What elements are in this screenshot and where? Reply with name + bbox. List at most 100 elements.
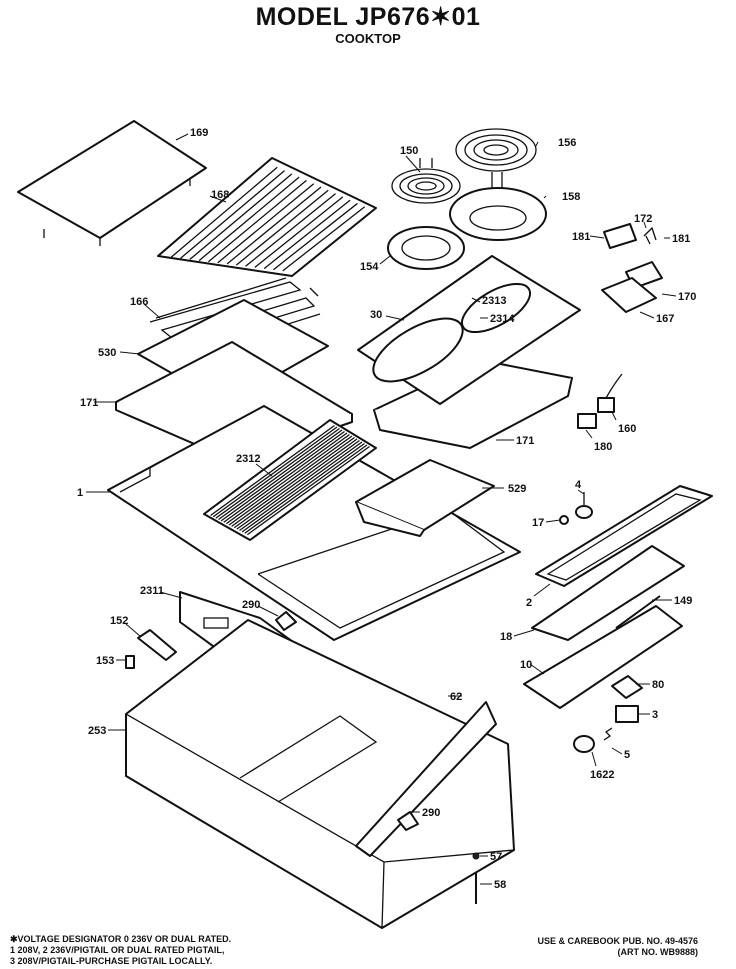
grate-bar (210, 424, 335, 516)
label-1: 1 (77, 487, 83, 499)
side-panel-62[interactable] (355, 701, 497, 857)
housing-253[interactable] (125, 619, 515, 929)
grate-bar (246, 445, 370, 536)
grate-bar (226, 186, 322, 265)
label-170: 170 (678, 291, 696, 303)
control-panel-10[interactable] (523, 605, 683, 709)
cooktop-frame-1[interactable] (107, 405, 521, 641)
grate-bar (180, 170, 285, 259)
label-2314: 2314 (490, 313, 515, 325)
drip-bowl-158[interactable] (449, 187, 547, 241)
page-subtitle: COOKTOP (335, 31, 401, 46)
label-253: 253 (88, 725, 106, 737)
grate-bar (235, 189, 329, 266)
label-80: 80 (652, 679, 664, 691)
rod-149[interactable] (615, 595, 661, 629)
footnote-line-2: 1 208V, 2 236V/PIGTAIL OR DUAL RATED PIG… (10, 945, 225, 955)
label-58: 58 (494, 879, 506, 891)
label-290-lower: 290 (422, 807, 440, 819)
grate-bar (263, 199, 351, 270)
grate-bar (241, 442, 365, 533)
grate-bar (220, 430, 345, 522)
switch-3[interactable] (615, 705, 639, 723)
trim-2[interactable] (535, 485, 713, 587)
footnote-line-1: ✱VOLTAGE DESIGNATOR 0 236V OR DUAL RATED… (10, 934, 232, 944)
grate-bar (233, 438, 358, 529)
surface-element-156[interactable] (455, 128, 537, 188)
screw-57[interactable] (472, 852, 480, 860)
grate-bar (225, 433, 350, 525)
label-172: 172 (634, 213, 652, 225)
top-plate-30[interactable] (357, 255, 581, 405)
label-57: 57 (490, 851, 502, 863)
publication-reference: USE & CAREBOOK PUB. NO. 49-4576 (ART NO.… (438, 936, 698, 958)
label-1622: 1622 (590, 769, 614, 781)
grate-bar (215, 427, 340, 519)
terminal-block-152[interactable] (137, 629, 177, 661)
label-171-right: 171 (516, 435, 534, 447)
label-171-left: 171 (80, 397, 98, 409)
label-149: 149 (674, 595, 692, 607)
label-152: 152 (110, 615, 128, 627)
clip-172[interactable] (643, 226, 657, 245)
label-2311: 2311 (140, 585, 164, 597)
clip-153[interactable] (125, 655, 135, 669)
label-529: 529 (508, 483, 526, 495)
voltage-footnote: ✱VOLTAGE DESIGNATOR 0 236V OR DUAL RATED… (10, 934, 310, 967)
label-290-upper: 290 (242, 599, 260, 611)
label-153: 153 (96, 655, 114, 667)
knob-17[interactable] (559, 515, 569, 525)
label-62: 62 (450, 691, 462, 703)
bracket-290-upper[interactable] (275, 611, 297, 631)
bracket-290-lower[interactable] (397, 811, 419, 831)
label-168: 168 (211, 189, 229, 201)
label-154: 154 (360, 261, 379, 273)
grate-bar (273, 202, 358, 271)
grate-bar (244, 444, 368, 534)
label-2312: 2312 (236, 453, 260, 465)
label-181-right: 181 (672, 233, 690, 245)
label-181-left: 181 (572, 231, 590, 243)
grill-grate-2312[interactable] (203, 419, 377, 541)
grate-bar (198, 176, 300, 262)
grate-bar (170, 166, 278, 258)
label-3: 3 (652, 709, 658, 721)
grate-bar (231, 436, 355, 527)
label-156: 156 (558, 137, 576, 149)
terminal-block-160[interactable] (597, 373, 623, 413)
label-30: 30 (370, 309, 382, 321)
grate-bar (239, 441, 363, 532)
grate-bar (189, 173, 293, 260)
grill-grate-168[interactable] (157, 157, 377, 277)
label-150: 150 (400, 145, 418, 157)
switch-80[interactable] (611, 675, 643, 699)
spring-5[interactable] (603, 727, 613, 741)
label-2313: 2313 (482, 295, 506, 307)
grate-bar (254, 196, 344, 268)
receptacle-167[interactable] (601, 277, 657, 313)
grate-bar (223, 432, 348, 523)
label-530: 530 (98, 347, 116, 359)
label-160: 160 (618, 423, 636, 435)
leader-lines (86, 133, 677, 885)
grate-bar (212, 426, 338, 518)
label-17: 17 (532, 517, 544, 529)
label-10: 10 (520, 659, 532, 671)
knob-1622[interactable] (573, 735, 595, 753)
surface-element-150[interactable] (391, 158, 461, 204)
bracket-181[interactable] (603, 223, 637, 249)
terminal-block-180[interactable] (577, 413, 597, 429)
grate-bar (236, 439, 360, 530)
knob-4[interactable] (575, 492, 593, 519)
panel-529[interactable] (355, 459, 495, 537)
grate-bar (228, 435, 353, 526)
footnote-line-3: 3 208V/PIGTAIL-PURCHASE PIGTAIL LOCALLY. (10, 956, 213, 966)
label-180: 180 (594, 441, 612, 453)
page-title: MODEL JP676✶01 (255, 3, 481, 31)
panel-18[interactable] (531, 545, 685, 641)
drip-bowl-154[interactable] (387, 226, 465, 270)
label-167: 167 (656, 313, 674, 325)
label-169: 169 (190, 127, 208, 139)
griddle-cover-169[interactable] (17, 120, 207, 246)
